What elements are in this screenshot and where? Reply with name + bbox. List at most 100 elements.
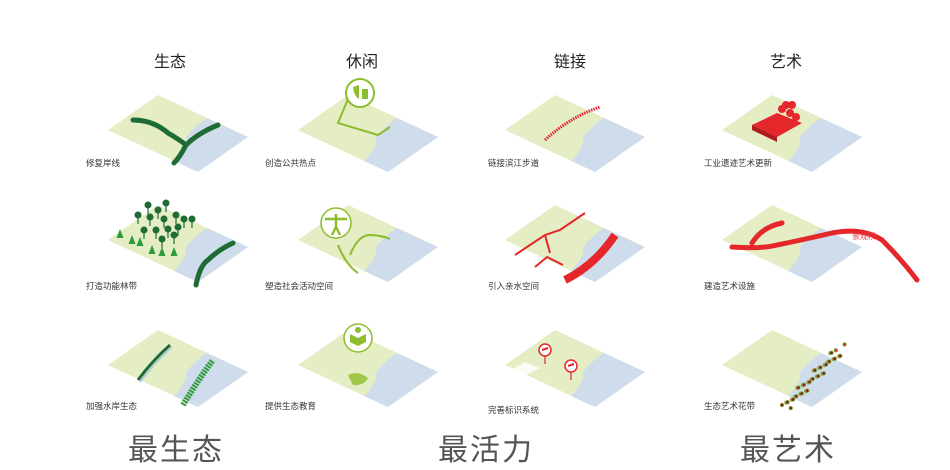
column-title-ecology: 生态 [153,52,186,71]
panel-r3-c2 [298,323,438,407]
industrial-relic-blocks [752,101,802,142]
flower-icon [779,402,785,408]
panel-r3-c3 [505,330,645,407]
column-title-leisure: 休闲 [345,52,378,71]
conifer-tree-icon [136,237,144,246]
label-waterfront-ecology: 加强水岸生态 [86,402,138,412]
round-tree-icon [188,215,196,223]
label-art-facility: 建造艺术设施 [704,282,756,292]
flower-icon [799,391,804,396]
flower-icon [821,371,826,376]
water-area [788,118,862,172]
shoreline-path [193,240,236,288]
footer-most-ecological: 最生态 [128,433,224,468]
round-tree-icon [164,225,172,233]
round-tree-icon [140,226,148,234]
flower-icon [790,397,796,402]
flower-icon [807,379,812,385]
flower-icon [827,359,832,364]
panel-r1-c2 [298,78,438,172]
ecological-strip [136,343,171,381]
flower-icon [812,368,818,373]
block-side [752,125,777,142]
footer-most-artistic: 最艺术 [740,433,836,468]
round-tree-icon [158,235,166,243]
round-tree-icon [144,201,152,209]
water-area [571,353,645,407]
flower-icon [805,388,810,393]
label-public-hotspot: 创造公共热点 [265,159,317,169]
label-social-space: 塑造社会活动空间 [265,282,334,292]
panel-r2-c4 [722,205,920,283]
flower-icon [823,362,829,367]
chimney-block [782,101,790,109]
flower-icon [832,356,837,361]
sign-arrow [541,347,549,351]
shoreline-path [130,117,221,166]
round-tree-icon [180,215,188,223]
walkway-gap [510,362,540,376]
water-area [788,353,862,407]
flower-icon [785,399,790,405]
panel-r2-c2 [298,205,438,282]
column-title-link: 链接 [553,52,586,71]
conifer-tree-icon [116,229,124,238]
label-eco-education: 提供生态教育 [265,402,317,412]
shield-fire-icon [353,85,368,99]
water-area [571,118,645,172]
conifer-tree-icon [170,247,178,256]
flower-icon [810,376,815,382]
sign-arrow [567,363,575,367]
water-area [788,228,862,282]
label-water-access: 引入亲水空间 [488,282,540,292]
access-paths [514,212,586,268]
panel-r3-c1 [108,330,248,407]
conifer-tree-icon [158,247,166,256]
round-tree-icon [160,215,168,223]
flower-icon [842,342,847,347]
riverside-walkway [543,105,601,142]
round-tree-icon [152,226,160,234]
chimney-block [788,101,796,109]
flower-icon [816,373,821,379]
water-area [174,353,248,407]
water-channel [139,346,173,383]
panel-r3-c4 [722,330,862,411]
round-tree-icon [174,223,182,231]
chimney-block [786,109,794,117]
panel-r1-c1 [108,95,248,172]
round-tree-icon [154,206,162,214]
water-area [364,353,438,407]
label-industrial-art: 工业遗迹艺术更新 [704,159,773,169]
wetland-patch [348,373,368,386]
activity-path [337,233,391,274]
conifer-tree-icon [148,245,156,254]
footer-most-vibrant: 最活力 [438,433,534,468]
flower-icon [829,350,834,355]
round-tree-icon [146,213,154,221]
label-art-flower-belt: 生态艺术花带 [704,402,756,412]
chimney-block [792,113,800,121]
flower-icon [818,365,823,370]
flower-icon [838,353,843,359]
reading-person-icon [350,327,366,346]
round-tree-icon [134,211,142,219]
person-stretch-icon [325,214,347,236]
panel-r1-c4 [722,95,862,172]
label-riverside-walk: 链接滨江步道 [488,159,540,169]
column-title-art: 艺术 [769,52,802,71]
flower-icon [833,348,839,353]
panel-r2-c1 [108,199,248,288]
label-signage-system: 完善标识系统 [488,406,540,416]
landscape-bridge [729,220,920,283]
hotspot-icon [345,78,375,108]
round-tree-icon [170,231,178,239]
flower-icon [788,405,793,411]
flower-icon [796,385,801,390]
landscape-bridge-label: 景观桥 [852,232,876,241]
flower-icon [794,394,799,399]
water-area [364,228,438,282]
label-restore-shoreline: 修复岸线 [86,159,121,169]
